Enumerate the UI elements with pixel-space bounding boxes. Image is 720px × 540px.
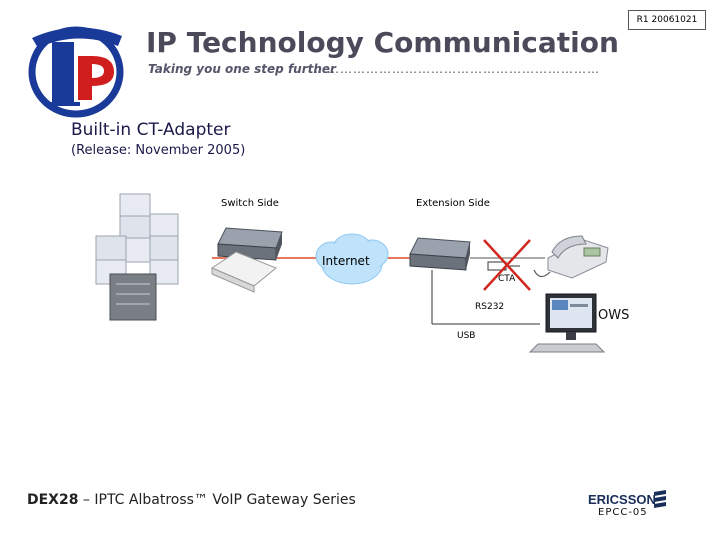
ericsson-wordmark: ERICSSON [588,492,656,507]
cta-label: CTA [498,274,516,284]
cross-icon [483,239,531,291]
workstation [528,293,606,353]
release-note: (Release: November 2005) [71,143,246,158]
footer-product-name: – IPTC Albatross™ VoIP Gateway Series [78,492,356,508]
extension-side-gateway [409,237,471,271]
internet-cloud [315,233,389,285]
extension-side-label: Extension Side [416,198,490,209]
epcc-code: EPCC-05 [598,507,648,518]
ows-label: OWS [598,308,630,323]
usb-label: USB [457,331,476,341]
footer-product-code: DEX28 [27,492,79,508]
tagline: Taking you one step further [148,62,336,76]
slide-heading: Built-in CT-Adapter [71,120,231,140]
tagline-dots: ………………………………………………………… [314,62,600,76]
footer-product: DEX28 – IPTC Albatross™ VoIP Gateway Ser… [27,492,356,508]
network-hub [210,251,277,293]
rs232-label: RS232 [475,302,505,312]
iptc-logo [28,26,124,118]
internet-label: Internet [322,254,370,268]
server-racks [95,193,179,321]
desk-phone [533,235,609,279]
ericsson-logo: ERICSSON [588,490,666,508]
company-name: IP Technology Communication [146,26,619,59]
switch-side-label: Switch Side [221,198,279,209]
revision-label: R1 20061021 [628,10,706,30]
switch-side-gateway [217,227,283,261]
